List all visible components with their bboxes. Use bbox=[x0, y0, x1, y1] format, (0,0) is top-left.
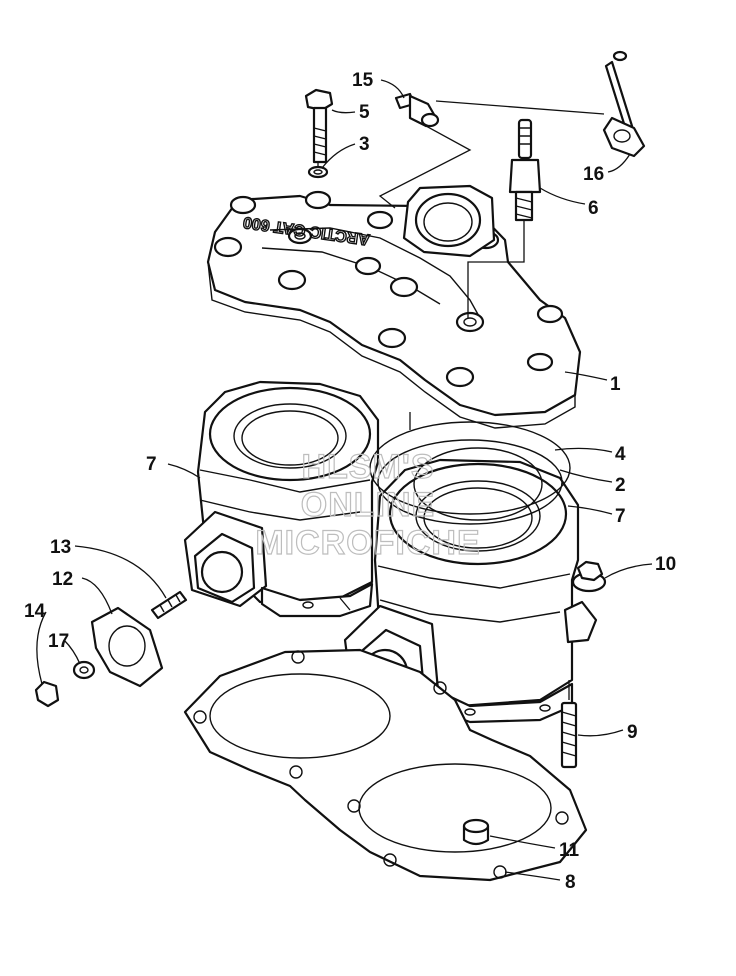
callout-9: 9 bbox=[627, 722, 638, 743]
assembly-lines bbox=[317, 100, 605, 611]
head-bolt bbox=[304, 88, 334, 164]
callout-6: 6 bbox=[588, 198, 599, 219]
sensor-wire-connector bbox=[602, 50, 646, 158]
callout-2: 2 bbox=[615, 475, 626, 496]
callout-13: 13 bbox=[50, 537, 71, 558]
callout-labels: 1 2 3 4 5 6 7 7 8 9 10 11 12 13 14 15 16… bbox=[24, 70, 676, 893]
callout-4: 4 bbox=[615, 444, 626, 465]
watermark-line-2: ONLINE bbox=[301, 486, 435, 524]
watermark: HLSM'S ONLINE MICROFICHE bbox=[255, 447, 481, 562]
callout-leaders bbox=[36, 79, 653, 881]
watermark-line-1: HLSM'S bbox=[301, 448, 434, 486]
callout-3: 3 bbox=[359, 134, 370, 155]
callout-15: 15 bbox=[352, 70, 374, 91]
cylinder-stud bbox=[560, 680, 578, 769]
callout-8: 8 bbox=[565, 872, 576, 893]
spark-plug bbox=[508, 118, 542, 232]
flange-nut bbox=[571, 560, 607, 593]
callout-10: 10 bbox=[655, 554, 676, 575]
callout-7-rear-cylinder: 7 bbox=[146, 454, 157, 475]
dowel-pin bbox=[462, 818, 490, 846]
head-washer bbox=[307, 165, 329, 179]
exhaust-nut bbox=[34, 680, 60, 708]
callout-7-front-cylinder: 7 bbox=[615, 506, 626, 527]
head-o-rings bbox=[369, 421, 571, 525]
callout-5: 5 bbox=[359, 102, 370, 123]
exhaust-stud bbox=[150, 590, 188, 620]
callout-17: 17 bbox=[48, 631, 69, 652]
head-bolt-bosses bbox=[213, 190, 564, 388]
water-outlet bbox=[402, 184, 496, 258]
temperature-sensor bbox=[394, 92, 440, 128]
callout-16: 16 bbox=[583, 164, 604, 185]
watermark-line-3: MICROFICHE bbox=[255, 524, 480, 562]
callout-12: 12 bbox=[52, 569, 73, 590]
callout-1: 1 bbox=[610, 374, 621, 395]
callout-11: 11 bbox=[559, 840, 580, 861]
exhaust-washer bbox=[72, 660, 96, 680]
cylinder-rear bbox=[183, 380, 380, 618]
exhaust-gasket bbox=[90, 606, 164, 688]
callout-14: 14 bbox=[24, 601, 46, 622]
cylinder-head: ARCTIC CAT 600 bbox=[206, 184, 582, 429]
